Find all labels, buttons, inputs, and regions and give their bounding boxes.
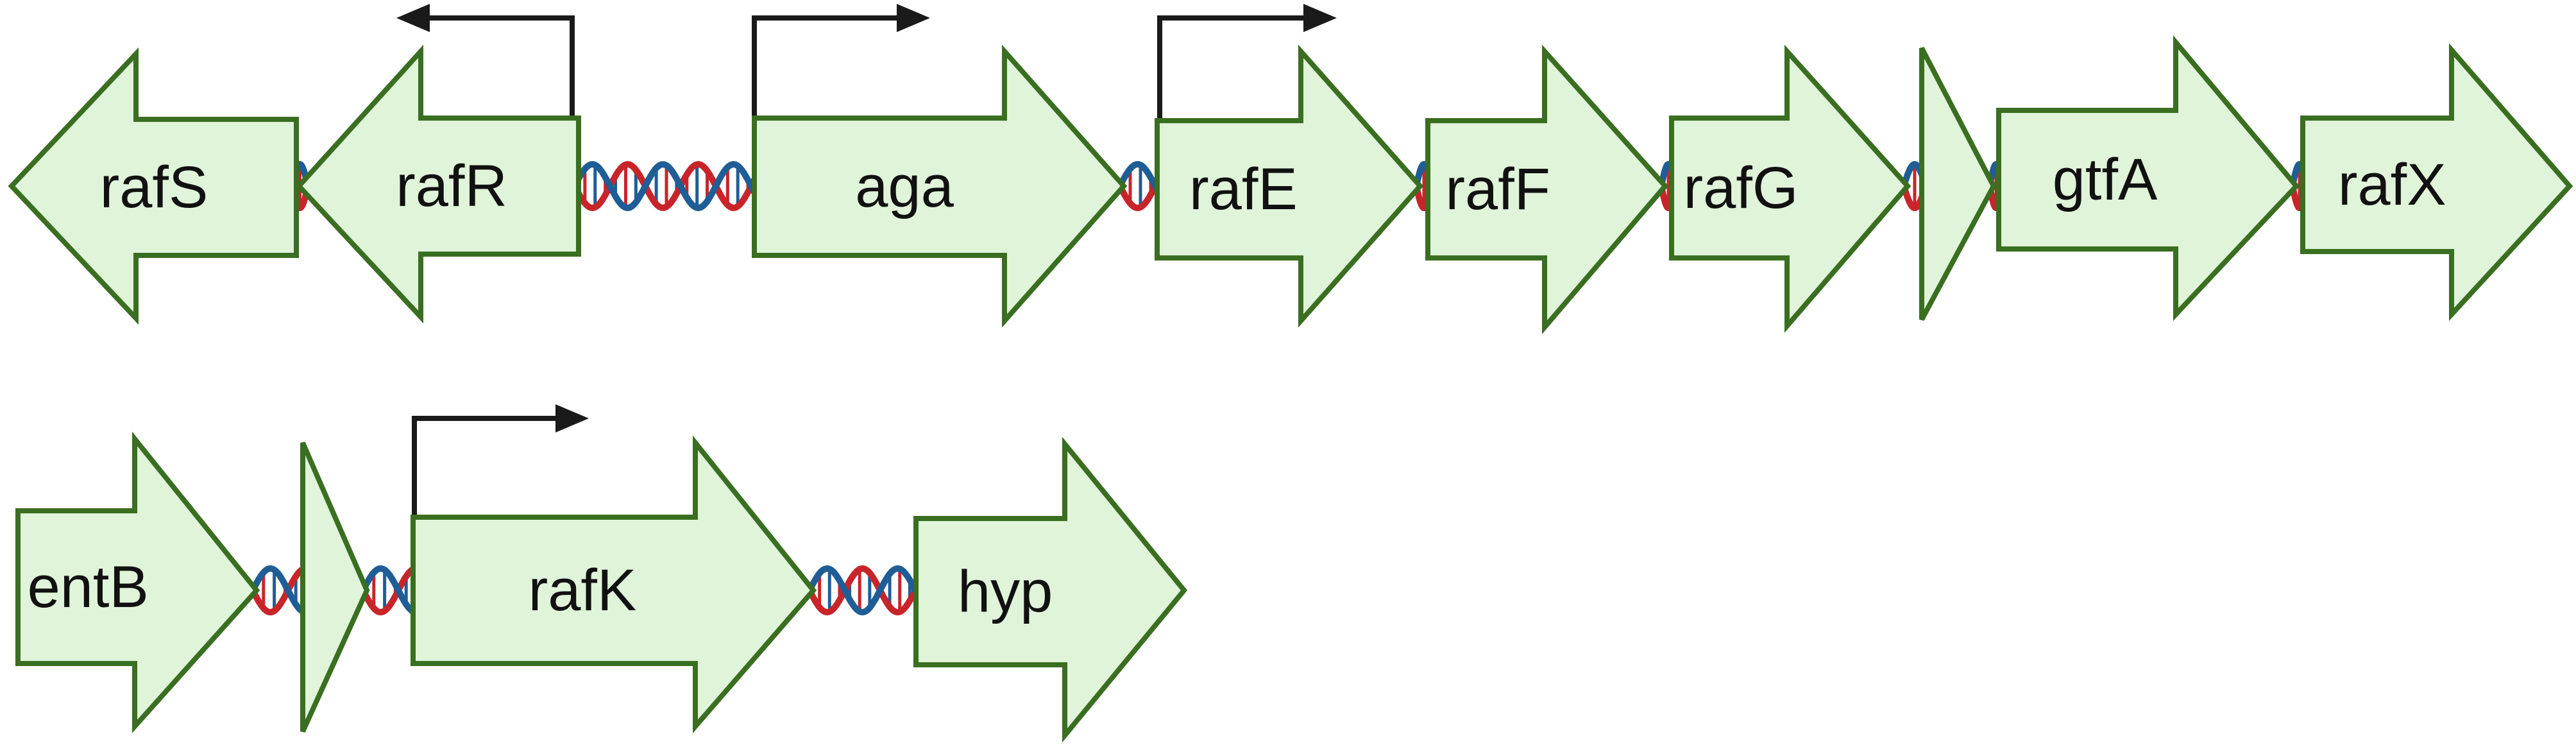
gene-shape [295, 44, 581, 324]
dna-strand-1 [806, 565, 923, 616]
gene-arrow-entB: entB [15, 431, 260, 733]
gene-arrow-rafR: rafR [295, 44, 581, 324]
gene-arrow-gtfA: gtfA [1996, 35, 2300, 321]
gene-label: aga [855, 154, 954, 219]
gene-arrow-unlabeled [1919, 47, 1997, 321]
gene-shape [300, 441, 370, 733]
gene-shape [752, 44, 1128, 328]
gene-label: hyp [958, 559, 1053, 624]
gene-arrow-rafS: rafS [8, 47, 299, 325]
gene-shape [8, 47, 299, 325]
dna-strand-1 [360, 565, 418, 615]
promoter-line [412, 416, 555, 517]
promoter-arrows [396, 4, 1337, 517]
dna-strand-2 [360, 565, 418, 615]
promoter-arrow [396, 4, 575, 118]
gene-shape [1425, 44, 1669, 334]
gene-arrow-unlabeled [300, 441, 370, 733]
gene-label: rafR [396, 153, 507, 219]
gene-label: rafG [1684, 155, 1799, 221]
gene-shape [913, 436, 1188, 743]
promoter-arrowhead [396, 4, 430, 32]
dna-helix [360, 565, 418, 615]
dna-helix [1117, 161, 1164, 211]
dna-helix [250, 565, 307, 615]
gene-label: entB [28, 554, 149, 620]
gene-arrow-hyp: hyp [913, 436, 1188, 743]
dna-helix [572, 160, 761, 212]
gene-label: rafK [529, 558, 637, 623]
gene-label: rafE [1189, 157, 1298, 222]
gene-shape [15, 431, 260, 733]
gene-label: rafS [100, 155, 208, 220]
gene-shape [1919, 47, 1997, 321]
dna-strand-2 [1117, 161, 1164, 199]
dna-strand-1 [250, 565, 307, 615]
promoter-line [430, 15, 575, 118]
dna-helix [806, 565, 923, 616]
dna-strand-1 [572, 160, 761, 212]
gene-label: rafX [2338, 152, 2446, 218]
gene-shape [411, 435, 817, 733]
promoter-arrowhead [555, 404, 589, 432]
genes: rafS rafR aga rafE rafF rafG gtfA rafX entB rafK h… [8, 35, 2573, 743]
promoter-line [1157, 15, 1303, 121]
gene-arrow-rafE: rafE [1155, 44, 1424, 328]
gene-arrow-rafK: rafK [411, 435, 817, 733]
promoter-arrowhead [1303, 4, 1337, 32]
gene-arrow-aga: aga [752, 44, 1128, 328]
gene-arrow-rafX: rafX [2300, 43, 2573, 321]
promoter-arrow [1157, 4, 1337, 121]
gene-shape [2300, 43, 2573, 321]
promoter-arrow [412, 404, 589, 517]
promoter-arrow [752, 4, 930, 118]
promoter-line [752, 15, 897, 118]
gene-label: rafF [1445, 157, 1550, 222]
gene-shape [1996, 35, 2300, 321]
gene-arrow-rafF: rafF [1425, 44, 1669, 334]
gene-arrow-rafG: rafG [1669, 44, 1911, 333]
dna-strand-2 [806, 565, 923, 616]
dna-strand-2 [572, 160, 761, 212]
gene-shape [1155, 44, 1424, 328]
gene-label: gtfA [2053, 147, 2158, 212]
dna-strand-2 [250, 565, 307, 615]
gene-shape [1669, 44, 1911, 333]
promoter-arrowhead [897, 4, 930, 32]
